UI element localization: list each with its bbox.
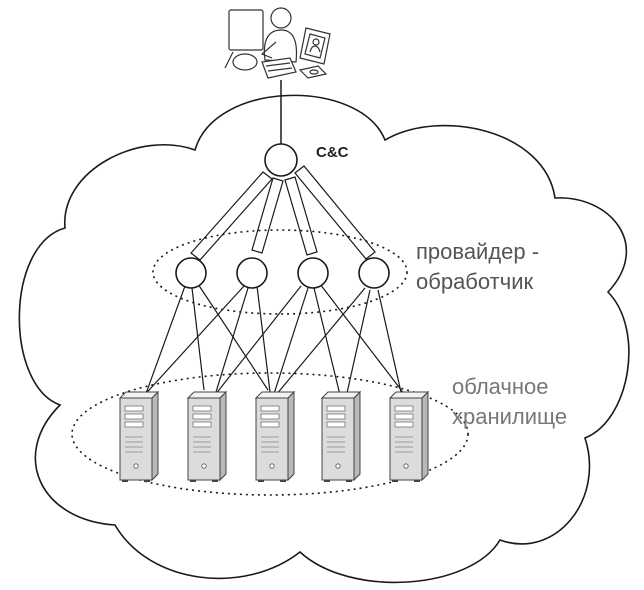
storage-label-line-2: хранилище	[452, 404, 568, 429]
link-p3-s4	[313, 287, 341, 396]
link-p1-s1	[139, 285, 186, 411]
link-p3-s2	[214, 285, 302, 396]
cloud-outline	[18, 94, 630, 584]
server-icon	[388, 390, 430, 482]
provider-label-line-2: обработчик	[416, 269, 534, 294]
link-p2-s1	[139, 285, 245, 401]
provider-node-1	[175, 257, 207, 289]
server-icon	[320, 390, 362, 482]
document-icon	[298, 65, 328, 79]
storage-servers	[118, 390, 430, 482]
operator-icon	[224, 7, 331, 79]
storage-label: облачное хранилище	[452, 372, 567, 432]
link-p2-s2	[211, 287, 249, 406]
provider-node-2	[236, 257, 268, 289]
cc-provider-link-4	[294, 165, 376, 260]
provider-label: провайдер - обработчик	[416, 237, 539, 297]
provider-label-line-1: провайдер -	[416, 239, 540, 264]
link-p3-s5	[319, 283, 406, 396]
cc-provider-link-3	[284, 176, 318, 256]
cc-provider-links	[190, 165, 376, 261]
server-icon	[254, 390, 296, 482]
provider-node-4	[358, 257, 390, 289]
storage-group-ellipse	[71, 372, 469, 496]
server-icon	[118, 390, 160, 482]
provider-group-ellipse	[152, 229, 408, 315]
cc-provider-link-2	[251, 177, 284, 254]
provider-server-links	[139, 283, 406, 411]
link-p2-s3	[256, 285, 271, 393]
link-p1-s2	[191, 287, 205, 391]
link-p4-s5	[377, 289, 406, 411]
cc-label: C&C	[316, 144, 349, 161]
person-head-icon	[270, 7, 292, 29]
link-p4-s4	[344, 289, 371, 403]
monitor-icon	[228, 9, 264, 51]
link-p3-s3	[271, 287, 309, 401]
provider-node-3	[297, 257, 329, 289]
server-icon	[186, 390, 228, 482]
cc-provider-link-1	[190, 171, 273, 261]
cc-node	[264, 143, 298, 177]
provider-nodes	[175, 257, 390, 289]
link-p4-s3	[275, 287, 366, 396]
storage-label-line-1: облачное	[452, 374, 549, 399]
